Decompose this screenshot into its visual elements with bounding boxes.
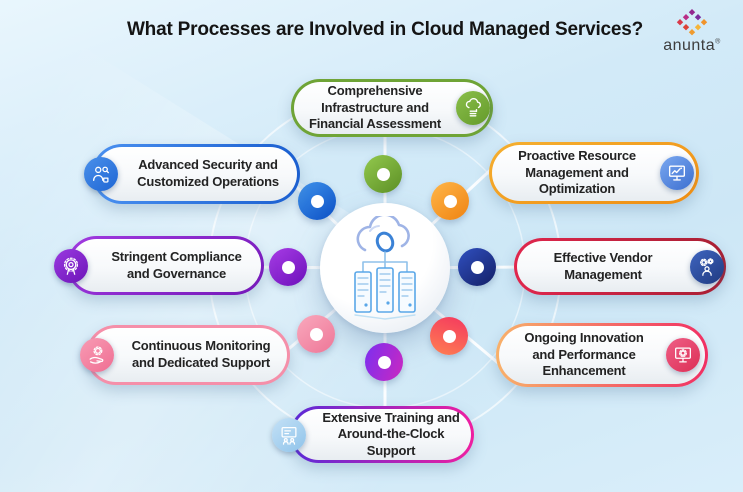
node-icon-badge bbox=[80, 338, 114, 372]
node-label: Continuous Monitoring and Dedicated Supp… bbox=[131, 338, 271, 370]
spoke-dot-monitoring bbox=[297, 315, 335, 353]
central-hub bbox=[320, 203, 450, 333]
node-pill-security: Advanced Security and Customized Operati… bbox=[84, 144, 300, 204]
innovation-monitor-icon bbox=[675, 347, 691, 363]
brand-name: anunta bbox=[663, 37, 716, 54]
training-screen-icon bbox=[281, 426, 297, 445]
spoke-dot-compliance bbox=[269, 248, 307, 286]
node-icon-badge bbox=[666, 338, 700, 372]
node-label: Effective Vendor Management bbox=[553, 249, 653, 282]
vendor-gears-icon bbox=[700, 257, 714, 276]
cloud-servers-illustration bbox=[354, 216, 416, 320]
node-pill-comprehensive: Comprehensive Infrastructure and Financi… bbox=[291, 79, 493, 137]
spoke-dot-hole bbox=[281, 260, 295, 274]
node-label: Proactive Resource Management and Optimi… bbox=[518, 148, 636, 197]
spoke-dot-hole bbox=[310, 194, 324, 208]
spoke-dot-vendor bbox=[458, 248, 496, 286]
resource-monitor-icon bbox=[668, 165, 686, 181]
spoke-dot-security bbox=[298, 182, 336, 220]
node-pill-body: Effective Vendor Management bbox=[517, 241, 723, 292]
node-label: Stringent Compliance and Governance bbox=[111, 248, 242, 281]
spoke-dot-hole bbox=[377, 355, 391, 369]
node-icon-badge bbox=[272, 417, 306, 452]
node-pill-proactive: Proactive Resource Management and Optimi… bbox=[489, 142, 699, 204]
spoke-dot-hole bbox=[443, 194, 457, 208]
spoke-dot-proactive bbox=[431, 182, 469, 220]
spoke-dot-hole bbox=[442, 329, 456, 343]
node-pill-body: Advanced Security and Customized Operati… bbox=[95, 147, 297, 201]
spoke-dot-innovation bbox=[430, 317, 468, 355]
anunta-knot-icon bbox=[676, 9, 708, 36]
node-icon-badge bbox=[660, 156, 694, 190]
brand-wordmark: anunta® bbox=[647, 38, 737, 54]
node-icon-badge bbox=[54, 248, 88, 283]
node-label: Advanced Security and Customized Operati… bbox=[137, 157, 279, 189]
node-pill-body: Continuous Monitoring and Dedicated Supp… bbox=[89, 328, 287, 382]
node-label: Extensive Training and Around-the-Clock … bbox=[322, 409, 460, 458]
brand-logo: anunta® bbox=[647, 8, 737, 54]
node-icon-badge bbox=[84, 157, 118, 191]
node-pill-innovation: Ongoing Innovation and Performance Enhan… bbox=[496, 323, 708, 387]
support-hand-icon bbox=[89, 346, 104, 364]
node-pill-monitoring: Continuous Monitoring and Dedicated Supp… bbox=[80, 325, 290, 385]
cloud-finance-icon bbox=[465, 98, 481, 117]
node-pill-vendor: Effective Vendor Management bbox=[514, 238, 726, 295]
spoke-dot-training bbox=[365, 343, 403, 381]
node-pill-body: Comprehensive Infrastructure and Financi… bbox=[294, 82, 490, 134]
spoke-dot-comprehensive bbox=[364, 155, 402, 193]
compliance-seal-icon bbox=[63, 257, 79, 275]
node-label: Comprehensive Infrastructure and Financi… bbox=[308, 83, 442, 132]
spoke-dot-hole bbox=[470, 260, 484, 274]
registered-mark: ® bbox=[715, 38, 721, 46]
node-pill-body: Stringent Compliance and Governance bbox=[70, 239, 261, 292]
node-pill-body: Extensive Training and Around-the-Clock … bbox=[293, 409, 471, 460]
node-pill-compliance: Stringent Compliance and Governance bbox=[54, 236, 264, 295]
spoke-dot-hole bbox=[309, 327, 323, 341]
page-title: What Processes are Involved in Cloud Man… bbox=[126, 19, 644, 40]
node-icon-badge bbox=[690, 249, 724, 284]
node-label: Ongoing Innovation and Performance Enhan… bbox=[524, 330, 644, 379]
node-icon-badge bbox=[456, 91, 490, 125]
spoke-dot-hole bbox=[376, 167, 390, 181]
security-person-icon bbox=[93, 166, 109, 183]
node-pill-training: Extensive Training and Around-the-Clock … bbox=[272, 406, 474, 463]
